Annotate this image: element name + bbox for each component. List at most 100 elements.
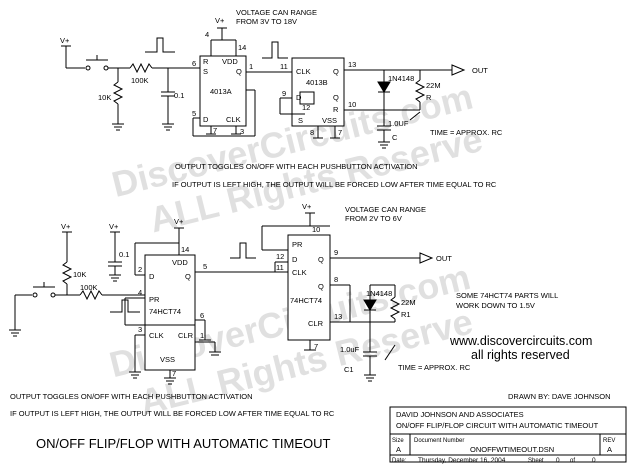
bic2-pin10: 10 xyxy=(312,225,320,234)
ic1-label-s: S xyxy=(203,67,208,76)
tb-company: DAVID JOHNSON AND ASSOCIATES xyxy=(396,410,524,419)
top-r10k-label: 10K xyxy=(98,93,111,102)
bot-vplus-2: V+ xyxy=(109,222,119,231)
top-diode-label: 1N4148 xyxy=(388,74,414,83)
ic1-label-q: Q xyxy=(236,67,242,76)
bot-r22m-label: 22M xyxy=(401,298,416,307)
bic1-pin4: 4 xyxy=(138,288,142,297)
tb-size-label: Size xyxy=(392,438,404,444)
ic1-pin7: 7 xyxy=(213,126,217,135)
ic1-pin1: 1 xyxy=(249,62,253,71)
bot-caption-1: OUTPUT TOGGLES ON/OFF WITH EACH PUSHBUTT… xyxy=(10,392,253,401)
rights-text: all rights reserved xyxy=(471,348,570,362)
tb-sheet-label: Sheet xyxy=(528,458,544,464)
ic2-label-r: R xyxy=(333,105,339,114)
top-r-label: R xyxy=(426,93,432,102)
ic1-pin14: 14 xyxy=(238,43,246,52)
top-cap1uf-label: 1.0UF xyxy=(388,119,409,128)
ic1-pin5: 5 xyxy=(192,109,196,118)
top-caption-2: IF OUTPUT IS LEFT HIGH, THE OUTPUT WILL … xyxy=(172,180,497,189)
tb-sheet-value: 0 xyxy=(556,457,560,464)
top-r100k-label: 100K xyxy=(131,76,149,85)
top-r22m-label: 22M xyxy=(426,81,441,90)
bot-vplus-4: V+ xyxy=(302,202,312,211)
tb-of-value: 0 xyxy=(592,457,596,464)
bic1-label-clr: CLR xyxy=(178,331,194,340)
ic2-label-d: D xyxy=(296,93,302,102)
bottom-circuit-wires xyxy=(9,212,434,385)
bic1-pin2: 2 xyxy=(138,265,142,274)
tb-rev-label: REV xyxy=(603,438,615,444)
bic2-label-d: D xyxy=(292,255,298,264)
bot-r1-label: R1 xyxy=(401,310,411,319)
website-text: www.discovercircuits.com xyxy=(449,334,592,348)
ic1-name: 4013A xyxy=(210,87,232,96)
ic1-pin6: 6 xyxy=(192,59,196,68)
tb-size-value: A xyxy=(396,445,401,454)
bot-caption-2: IF OUTPUT IS LEFT HIGH, THE OUTPUT WILL … xyxy=(10,409,335,418)
bot-supply-note-2: FROM 2V TO 6V xyxy=(345,214,402,223)
top-out-label: OUT xyxy=(472,66,488,75)
bic2-pin11: 11 xyxy=(276,263,284,272)
bic2-label-q: Q xyxy=(318,255,324,264)
bic2-pin9: 9 xyxy=(334,248,338,257)
ic1-pin3: 3 xyxy=(240,127,244,136)
bic1-label-d: D xyxy=(149,272,155,281)
top-cap01-label: 0.1 xyxy=(174,91,184,100)
title-block: DAVID JOHNSON AND ASSOCIATES ON/OFF FLIP… xyxy=(392,410,615,464)
bot-cap1uf-label: 1.0uF xyxy=(340,345,360,354)
tb-rev-value: A xyxy=(607,445,612,454)
bic2-pin7: 7 xyxy=(314,342,318,351)
bic1-label-vss: VSS xyxy=(160,355,175,364)
ic2-pin13: 13 xyxy=(348,60,356,69)
bic2-label-clk: CLK xyxy=(292,268,307,277)
top-supply-note-1: VOLTAGE CAN RANGE xyxy=(236,8,317,17)
bot-supply-note-1: VOLTAGE CAN RANGE xyxy=(345,205,426,214)
bic1-label-clk: CLK xyxy=(149,331,164,340)
top-caption-1: OUTPUT TOGGLES ON/OFF WITH EACH PUSHBUTT… xyxy=(175,162,418,171)
ic1-label-clk: CLK xyxy=(226,115,241,124)
top-circuit-labels: V+ V+ VOLTAGE CAN RANGE FROM 3V TO 18V 1… xyxy=(60,8,503,189)
bic2-label-qbar: Q xyxy=(318,282,324,291)
ic2-pin7: 7 xyxy=(338,128,342,137)
top-cap-c-label: C xyxy=(392,133,398,142)
top-vplus-ic: V+ xyxy=(215,16,225,25)
bot-out-label: OUT xyxy=(436,254,452,263)
bot-cap01-label: 0.1 xyxy=(119,250,129,259)
bot-vplus-3: V+ xyxy=(174,217,184,226)
bic2-label-pr: PR xyxy=(292,240,303,249)
bic1-label-q: Q xyxy=(185,272,191,281)
top-circuit-wires xyxy=(61,27,466,149)
tb-date-value: Thursday, December 16, 2004 xyxy=(418,457,506,464)
ic2-pin11: 11 xyxy=(280,62,288,71)
bic1-pin14: 14 xyxy=(181,245,189,254)
bot-r100k-label: 100K xyxy=(80,283,98,292)
ic2-name: 4013B xyxy=(306,78,328,87)
tb-date-label: Date: xyxy=(392,458,407,464)
bic2-pin12: 12 xyxy=(276,252,284,261)
ic2-pin9: 9 xyxy=(282,89,286,98)
bot-time-label: TIME = APPROX. RC xyxy=(398,363,471,372)
top-supply-note-2: FROM 3V TO 18V xyxy=(236,17,297,26)
bic2-label-clr: CLR xyxy=(308,319,324,328)
ic2-label-vss: VSS xyxy=(322,116,337,125)
bic1-pin7: 7 xyxy=(172,369,176,378)
ic1-label-vdd: VDD xyxy=(222,57,238,66)
bottom-circuit-labels: V+ V+ V+ V+ VOLTAGE CAN RANGE FROM 2V TO… xyxy=(10,202,558,418)
bic2-pin13: 13 xyxy=(334,312,342,321)
ic2-label-clk: CLK xyxy=(296,67,311,76)
bic2-name: 74HCT74 xyxy=(290,296,322,305)
ic1-label-d: D xyxy=(203,115,209,124)
bic1-pin3: 3 xyxy=(138,325,142,334)
ic2-label-s: S xyxy=(298,116,303,125)
ic2-pin12: 12 xyxy=(302,103,310,112)
tb-docnum-label: Document Number xyxy=(414,438,464,444)
tb-circuit: ON/OFF FLIP/FLOP CIRCUIT WITH AUTOMATIC … xyxy=(396,421,599,430)
bot-parts-note-2: WORK DOWN TO 1.5V xyxy=(456,301,535,310)
bot-r10k-label: 10K xyxy=(73,270,86,279)
schematic-title: ON/OFF FLIP/FLOP WITH AUTOMATIC TIMEOUT xyxy=(36,436,331,451)
ic2-pin8: 8 xyxy=(310,128,314,137)
top-time-label: TIME = APPROX. RC xyxy=(430,128,503,137)
title-block-frame xyxy=(389,406,627,463)
